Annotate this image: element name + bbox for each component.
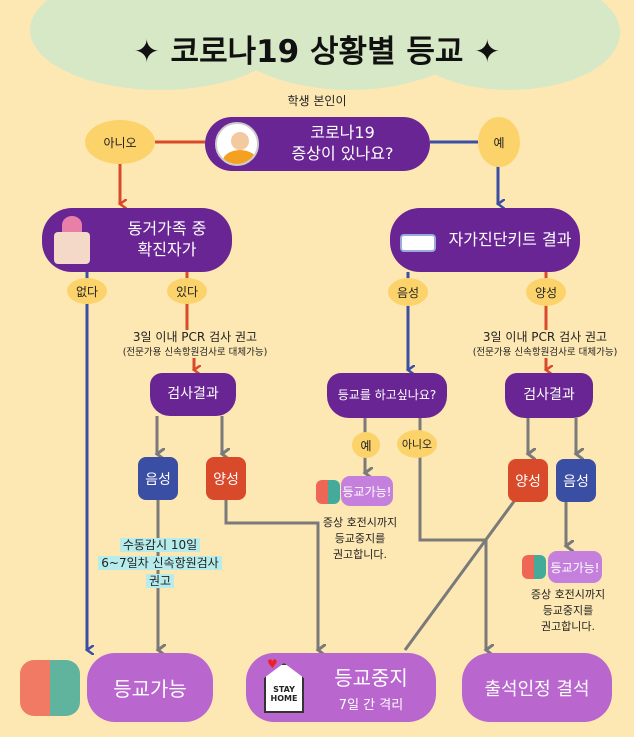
want-school-question-node: 등교를 하고싶나요? bbox=[327, 373, 447, 418]
negative-label: 음성 bbox=[388, 278, 428, 306]
positive-label: 양성 bbox=[526, 278, 566, 306]
exists-label: 있다 bbox=[167, 278, 207, 304]
final-school-stop-label: 등교중지 bbox=[334, 666, 408, 690]
final-excused-absence: 출석인정 결석 bbox=[462, 653, 612, 722]
children-running-icon bbox=[316, 480, 340, 504]
heart-icon: ♥ bbox=[267, 657, 278, 671]
none-label: 없다 bbox=[67, 278, 107, 304]
page-title: ✦ 코로나19 상황별 등교 ✦ bbox=[133, 34, 501, 70]
no-label: 아니오 bbox=[85, 120, 155, 164]
positive-result-right: 양성 bbox=[508, 459, 548, 502]
test-result-node-right: 검사결과 bbox=[505, 373, 593, 418]
yes-label: 예 bbox=[478, 117, 520, 167]
self-test-kit-label: 자가진단키트 결과 bbox=[448, 229, 572, 249]
cloud-decoration bbox=[400, 0, 620, 90]
no-label-school: 아니오 bbox=[397, 430, 437, 458]
final-school-ok: 등교가능 bbox=[87, 653, 213, 722]
pcr-recommend-right: 3일 이내 PCR 검사 권고(전문가용 신속항원검사로 대체가능) bbox=[472, 330, 618, 359]
family-question-line2: 확진자가 bbox=[137, 240, 197, 259]
children-running-icon bbox=[522, 555, 546, 579]
children-running-icon bbox=[20, 660, 80, 716]
yes-label-school: 예 bbox=[352, 432, 380, 458]
negative-result-left: 음성 bbox=[138, 457, 178, 500]
school-ok-small-1: 등교가능! bbox=[341, 476, 393, 506]
self-test-kit-node: 자가진단키트 결과 bbox=[390, 208, 580, 272]
pcr-recommend-left: 3일 이내 PCR 검사 권고(전문가용 신속항원검사로 대체가능) bbox=[122, 330, 268, 359]
person-mask-icon bbox=[215, 122, 259, 166]
passive-monitoring-note: 수동감시 10일 6~7일차 신속항원검사 권고 bbox=[95, 536, 225, 590]
student-label: 학생 본인이 bbox=[287, 94, 347, 108]
negative-result-right: 음성 bbox=[556, 459, 596, 502]
school-ok-small-2: 등교가능! bbox=[548, 551, 602, 583]
symptom-question-line2: 증상이 있나요? bbox=[291, 144, 394, 163]
family-house-icon bbox=[50, 216, 94, 266]
family-question-line1: 동거가족 중 bbox=[127, 219, 207, 239]
test-kit-icon bbox=[400, 234, 436, 252]
symptom-question-line1: 코로나19 bbox=[310, 123, 375, 143]
final-quarantine-label: 7일 간 격리 bbox=[338, 698, 404, 713]
test-result-node-left: 검사결과 bbox=[150, 373, 236, 416]
positive-result-left: 양성 bbox=[206, 457, 246, 500]
